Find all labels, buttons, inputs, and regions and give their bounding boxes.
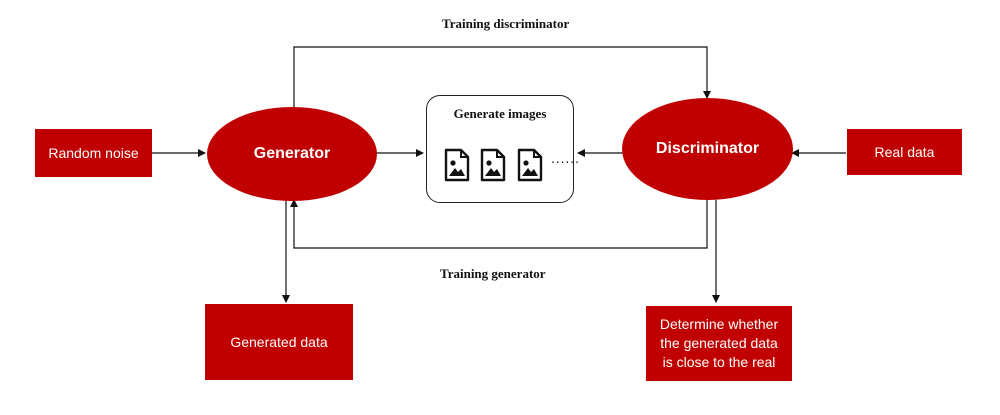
training-generator-label: Training generator: [440, 266, 546, 281]
determine-node: Determine whether the generated data is …: [646, 306, 792, 381]
image-file-icon: [480, 148, 506, 182]
generator-node: Generator: [207, 107, 377, 201]
random-noise-node: Random noise: [35, 129, 152, 177]
determine-line-3: is close to the real: [662, 354, 776, 370]
image-file-icon: [517, 148, 543, 182]
determine-line-1: Determine whether: [659, 316, 779, 332]
determine-line-2: the generated data: [660, 335, 778, 351]
generate-images-title: Generate images: [453, 106, 547, 121]
discriminator-node: Discriminator: [622, 98, 793, 200]
real-data-node: Real data: [847, 129, 962, 175]
generated-data-node: Generated data: [205, 304, 353, 380]
more-images-ellipsis: ......: [551, 152, 580, 166]
arrow-training-generator: [290, 199, 708, 249]
training-discriminator-label: Training discriminator: [442, 16, 570, 31]
generate-images-panel: Generate images ......: [426, 95, 579, 203]
image-file-icon: [444, 148, 470, 182]
arrow-training-discriminator: [293, 46, 711, 107]
